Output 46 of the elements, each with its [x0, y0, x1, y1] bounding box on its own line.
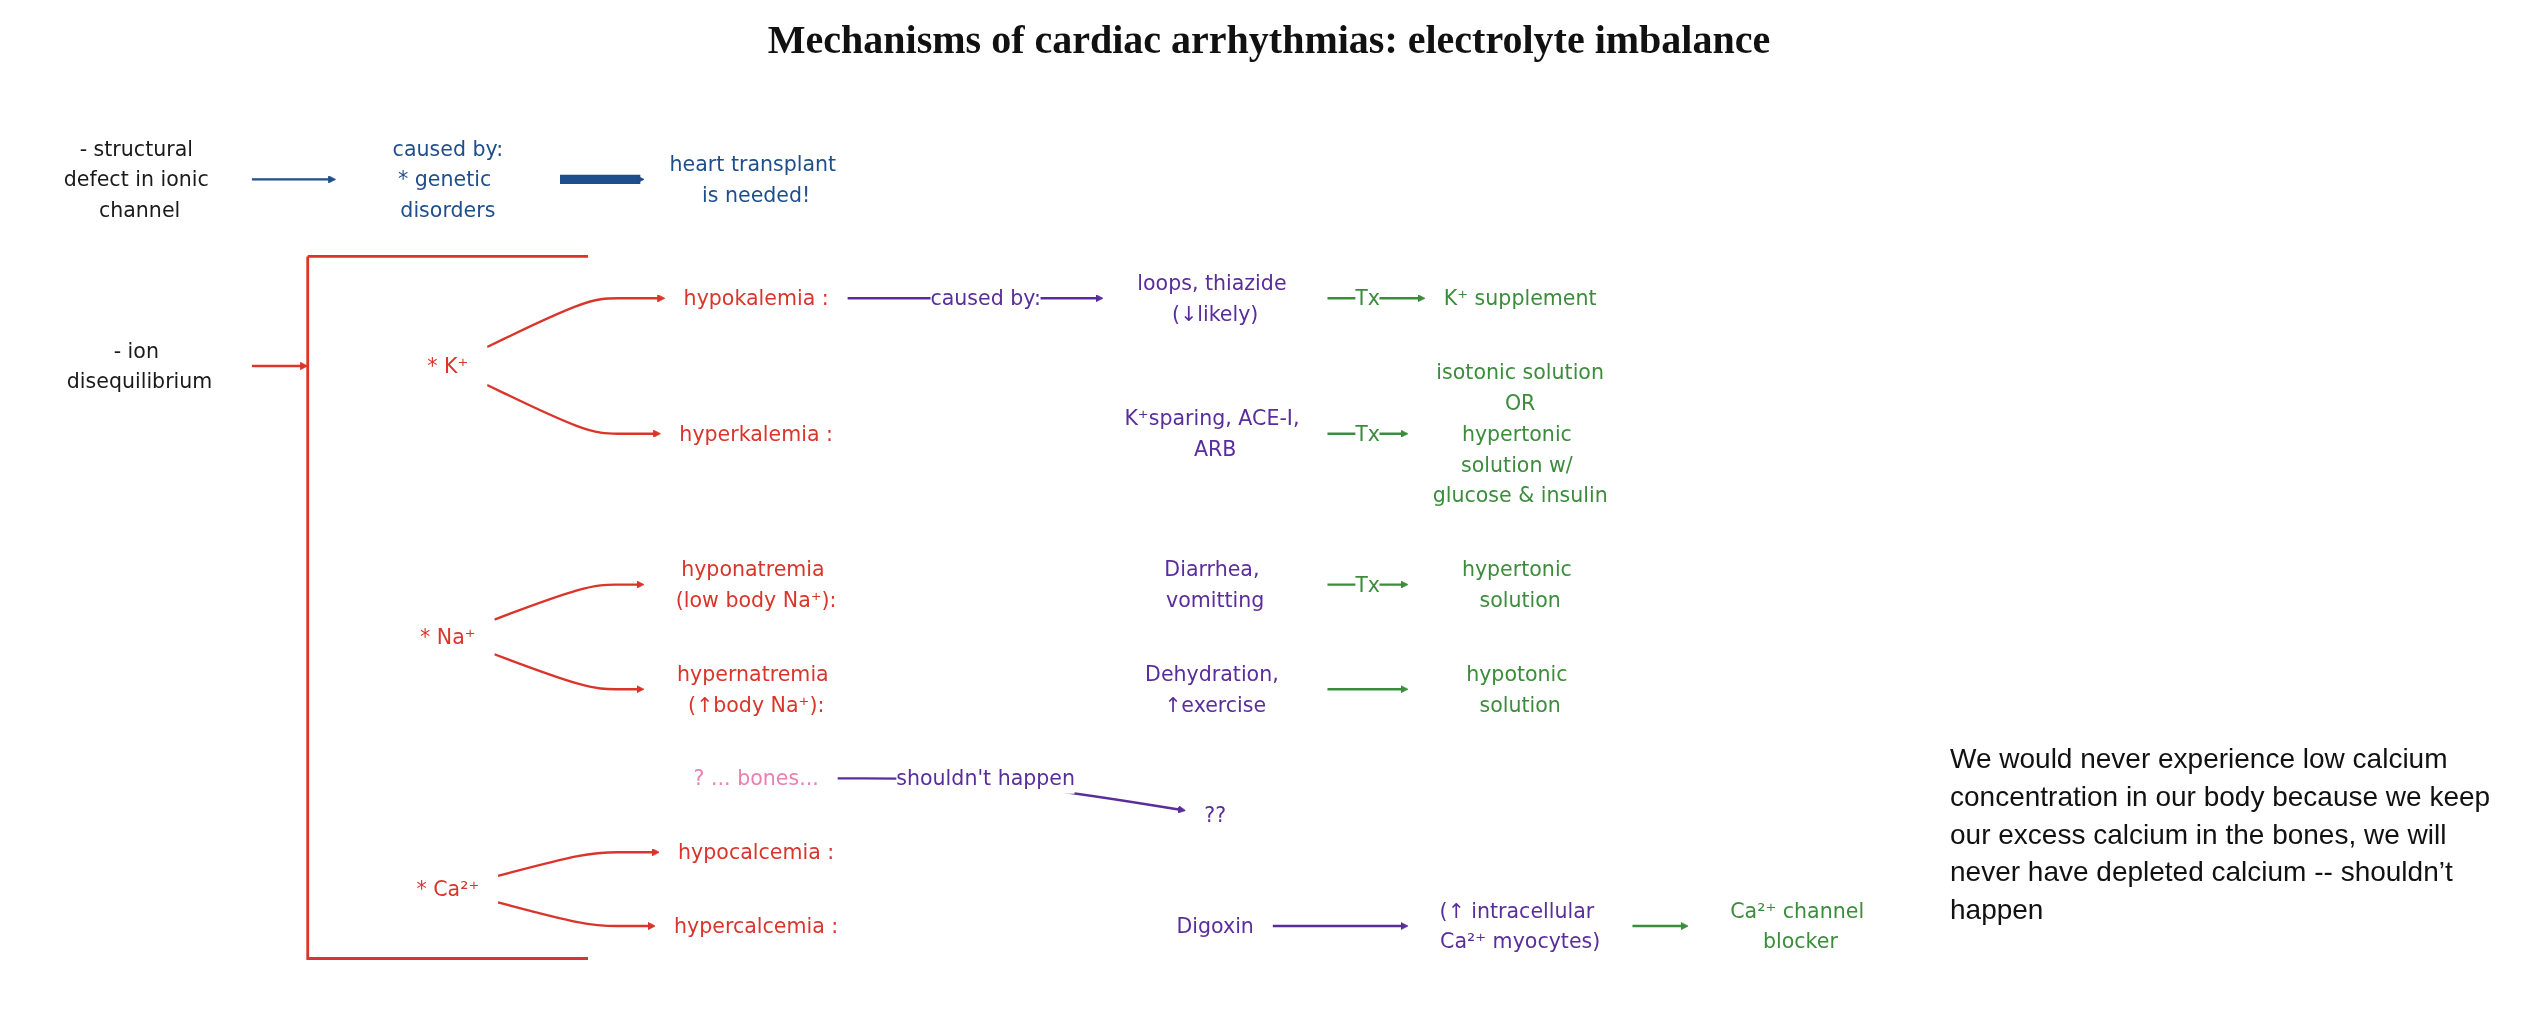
node-text: K⁺ supplement	[1443, 286, 1597, 310]
node-text: hypocalcemia :	[678, 840, 835, 864]
edge-label: Tx	[1355, 422, 1381, 446]
node-text: heart transplant is needed!	[669, 152, 837, 207]
node-text: loops, thiazide (↓likely)	[1137, 271, 1287, 326]
node-text: K⁺sparing, ACE-I, ARB	[1124, 406, 1300, 461]
node-text: hyponatremia (low body Na⁺):	[675, 557, 837, 612]
arrow	[497, 848, 660, 878]
node-text: isotonic solution OR hypertonic solution w/ glucose & insulin	[1432, 360, 1608, 508]
arrow	[493, 580, 645, 621]
node-text: hypotonic solution	[1466, 662, 1568, 717]
node-text: hypokalemia :	[683, 286, 829, 310]
node-text: - structural defect in ionic channel	[63, 136, 209, 222]
node-text: Digoxin	[1176, 914, 1254, 938]
title: Mechanisms of cardiac arrhythmias: electrolyte imbalance	[766, 16, 1772, 63]
arrow	[493, 653, 645, 694]
node-text: hypertonic solution	[1461, 557, 1572, 612]
arrow	[1632, 921, 1689, 931]
edge-label: Tx	[1355, 572, 1381, 597]
node-text: Diarrhea, vomitting	[1164, 557, 1265, 612]
arrow	[1327, 685, 1409, 694]
node-text: hypercalcemia :	[674, 914, 839, 938]
arrow	[497, 901, 656, 931]
node-text: (↑ intracellular Ca²⁺ myocytes)	[1439, 898, 1601, 954]
arrow	[1272, 921, 1409, 931]
node-text: ? ... bones...	[693, 766, 819, 791]
arrow	[486, 383, 662, 438]
node-text: Dehydration, ↑exercise	[1145, 662, 1279, 717]
edge-label: caused by:	[930, 286, 1041, 310]
node-text: * K⁺	[427, 354, 469, 378]
node-text: ??	[1204, 803, 1227, 828]
edge-label: Tx	[1355, 286, 1381, 310]
cluster	[306, 255, 590, 960]
node-text: * Ca²⁺	[416, 877, 480, 901]
node-text: Ca²⁺ channel blocker	[1730, 898, 1865, 954]
node-text: - ion disequilibrium	[66, 338, 213, 394]
node-text: * Na⁺	[420, 625, 476, 649]
arrow	[486, 294, 666, 349]
note-text: We would never experience low calcium concentration in our body because we keep our excess calcium in the bones, we will never have depleted calcium -- shouldn’t happen	[1950, 742, 2492, 928]
node-text: hypernatremia (↑body Na⁺):	[677, 662, 829, 717]
node-text: caused by: * genetic disorders	[392, 136, 504, 222]
edge-label: shouldn't happen	[896, 766, 1076, 791]
arrow	[251, 175, 337, 184]
arrow	[251, 361, 309, 371]
arrow	[559, 174, 645, 185]
node-text: hyperkalemia :	[679, 422, 833, 446]
